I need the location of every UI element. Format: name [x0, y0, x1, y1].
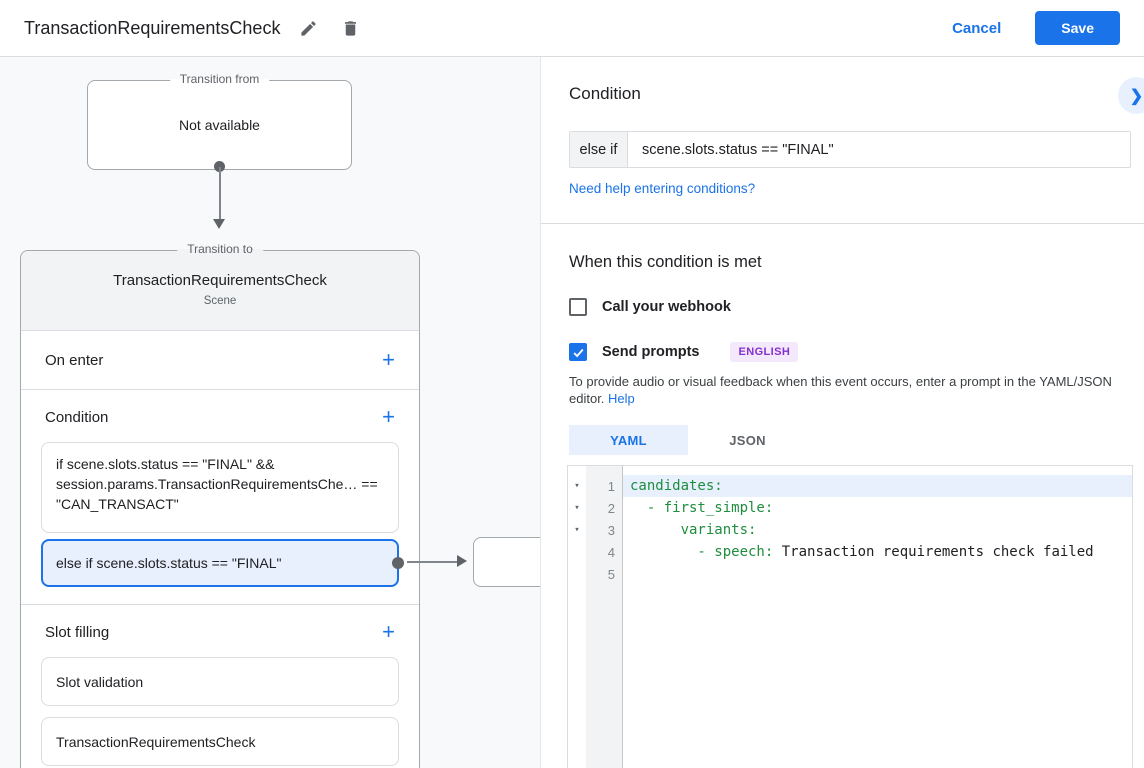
- code-line: variants:: [623, 519, 1132, 541]
- line-number: 4: [586, 541, 622, 563]
- transition-from-value: Not available: [179, 117, 260, 133]
- editor-line-numbers: 1 2 3 4 5: [586, 466, 623, 768]
- call-webhook-label: Call your webhook: [602, 299, 731, 315]
- call-webhook-checkbox[interactable]: [569, 298, 587, 316]
- connector-line: [219, 167, 221, 221]
- on-enter-label: On enter: [45, 352, 103, 369]
- arrow-right-icon: [457, 555, 467, 567]
- condition-section-header: Condition +: [21, 390, 419, 442]
- scene-flow-canvas: Transition from Not available Transition…: [0, 57, 540, 768]
- line-number: 3: [586, 519, 622, 541]
- prompt-description: To provide audio or visual feedback when…: [569, 373, 1135, 407]
- condition-expression-input[interactable]: [628, 132, 1130, 167]
- connector-line: [407, 561, 460, 563]
- slot-item[interactable]: Slot validation: [41, 657, 399, 706]
- editor-code-area[interactable]: candidates: - first_simple: variants: - …: [623, 466, 1132, 768]
- main-split: Transition from Not available Transition…: [0, 57, 1144, 768]
- title-actions: [298, 18, 360, 38]
- tab-yaml[interactable]: YAML: [569, 425, 688, 455]
- code-line: - first_simple:: [623, 497, 1132, 519]
- transition-target-node[interactable]: [473, 537, 540, 587]
- delete-scene-button[interactable]: [340, 18, 360, 38]
- panel-divider: [541, 223, 1144, 224]
- plus-icon[interactable]: +: [382, 350, 395, 370]
- condition-prefix-label: else if: [570, 132, 628, 167]
- panel-title: Condition: [569, 84, 1144, 104]
- line-number: 2: [586, 497, 622, 519]
- triangle-down-icon[interactable]: ▾: [568, 497, 586, 519]
- trash-icon: [341, 19, 360, 38]
- plus-icon[interactable]: +: [382, 622, 395, 642]
- prompt-description-text: To provide audio or visual feedback when…: [569, 374, 1112, 406]
- scene-subtitle: Scene: [21, 295, 419, 307]
- condition-section: Condition + if scene.slots.status == "FI…: [21, 390, 419, 605]
- collapse-panel-button[interactable]: ❯: [1118, 77, 1144, 114]
- pencil-icon: [299, 19, 318, 38]
- plus-icon[interactable]: +: [382, 407, 395, 427]
- slot-item[interactable]: TransactionRequirementsCheck: [41, 717, 399, 766]
- line-number: 5: [586, 563, 622, 585]
- condition-item[interactable]: if scene.slots.status == "FINAL" && sess…: [41, 442, 399, 533]
- topbar-actions: Cancel Save: [952, 11, 1120, 45]
- send-prompts-label: Send prompts: [602, 344, 699, 360]
- triangle-down-icon[interactable]: ▾: [568, 475, 586, 497]
- cancel-button[interactable]: Cancel: [952, 20, 1001, 37]
- code-line: - speech: Transaction requirements check…: [623, 541, 1132, 563]
- condition-item-text: else if scene.slots.status == "FINAL": [56, 555, 281, 571]
- tab-json[interactable]: JSON: [688, 425, 807, 455]
- condition-item-selected[interactable]: else if scene.slots.status == "FINAL": [41, 539, 399, 587]
- page-title: TransactionRequirementsCheck: [24, 18, 280, 39]
- webhook-row: Call your webhook: [569, 297, 1144, 317]
- language-badge: ENGLISH: [730, 342, 798, 362]
- editor-fold-gutter: ▾ ▾ ▾: [568, 466, 586, 768]
- transition-to-legend: Transition to: [177, 242, 263, 256]
- send-prompts-row: Send prompts ENGLISH: [569, 342, 1144, 362]
- slot-filling-header: Slot filling +: [21, 605, 419, 657]
- code-line: candidates:: [623, 475, 1132, 497]
- code-line: [623, 563, 1132, 585]
- line-number: 1: [586, 475, 622, 497]
- condition-section-label: Condition: [45, 409, 108, 426]
- scene-title: TransactionRequirementsCheck: [21, 272, 419, 289]
- slot-filling-label: Slot filling: [45, 624, 109, 641]
- edit-title-button[interactable]: [298, 18, 318, 38]
- check-icon: [572, 346, 585, 359]
- condition-met-heading: When this condition is met: [569, 253, 1144, 272]
- transition-to-node: Transition to TransactionRequirementsChe…: [20, 250, 420, 768]
- transition-from-legend: Transition from: [170, 72, 270, 86]
- scene-card-header[interactable]: Transition to TransactionRequirementsChe…: [21, 251, 419, 331]
- conditions-help-link[interactable]: Need help entering conditions?: [569, 181, 755, 196]
- transition-from-node[interactable]: Transition from Not available: [87, 80, 352, 170]
- yaml-code-editor: ▾ ▾ ▾ 1 2 3 4 5 candidates: - first_simp…: [567, 465, 1133, 768]
- top-bar: TransactionRequirementsCheck Cancel Save: [0, 0, 1144, 57]
- slot-filling-section: Slot filling + Slot validation Transacti…: [21, 605, 419, 766]
- save-button[interactable]: Save: [1035, 11, 1120, 45]
- triangle-down-icon[interactable]: ▾: [568, 519, 586, 541]
- on-enter-row[interactable]: On enter +: [21, 331, 419, 390]
- connector-dot: [392, 557, 404, 569]
- chevron-right-icon: ❯: [1130, 86, 1143, 106]
- help-link[interactable]: Help: [608, 391, 635, 406]
- send-prompts-checkbox[interactable]: [569, 343, 587, 361]
- editor-tabs: YAML JSON: [569, 425, 1144, 455]
- condition-expression-field: else if: [569, 131, 1131, 168]
- condition-editor-panel: ❯ Condition else if Need help entering c…: [540, 57, 1144, 768]
- arrow-down-icon: [213, 219, 225, 229]
